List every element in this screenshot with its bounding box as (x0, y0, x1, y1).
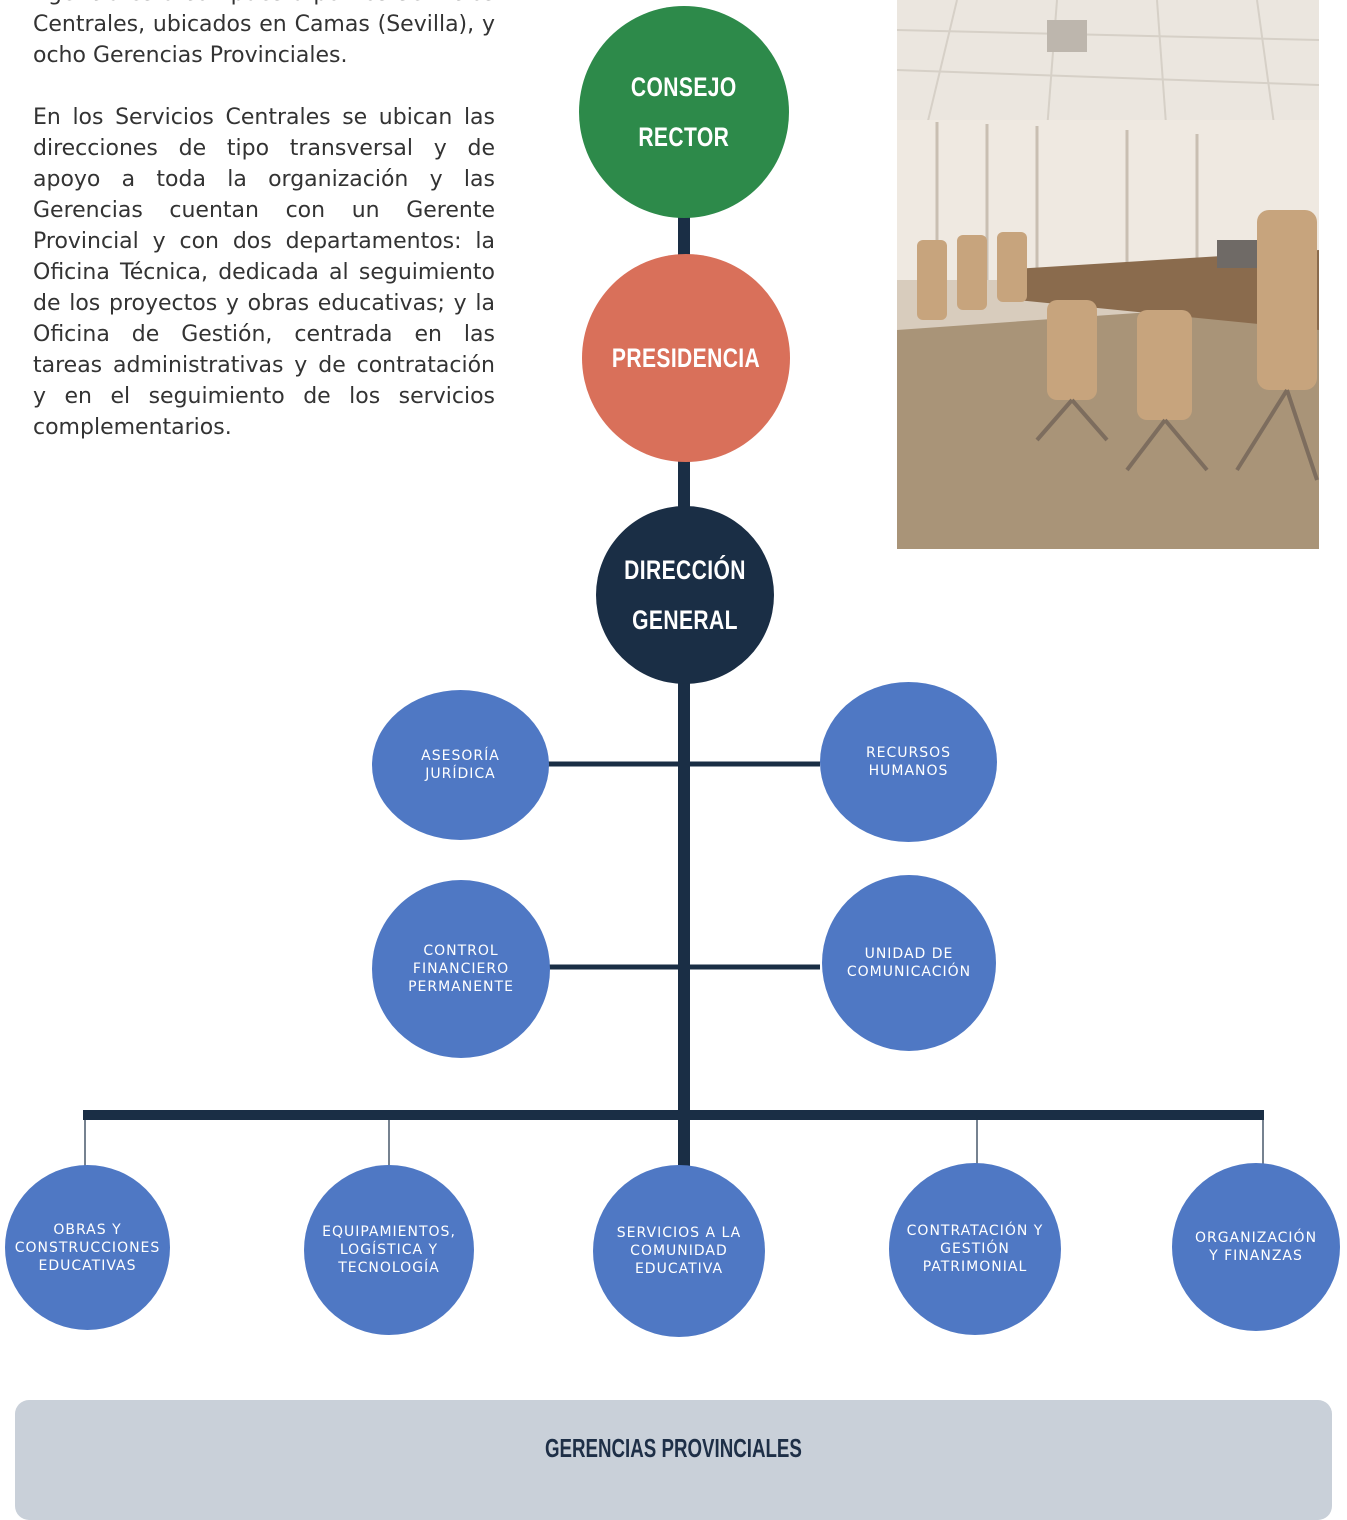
intro-paragraph-1: Agencia está compuesta por los Servicios… (33, 0, 495, 68)
intro-paragraph-2: En los Servicios Centrales se ubican las… (33, 105, 495, 440)
consejo-rector-node: CONSEJO RECTOR (579, 6, 789, 218)
contratacion-gestion-label: CONTRATACIÓN Y GESTIÓN PATRIMONIAL (906, 1223, 1044, 1275)
control-financiero-label: CONTROL FINANCIERO PERMANENTE (408, 943, 514, 995)
presidencia-label: PRESIDENCIA (611, 343, 761, 373)
contratacion-gestion-node: CONTRATACIÓN Y GESTIÓN PATRIMONIAL (889, 1163, 1061, 1335)
direccion-general-node: DIRECCIÓN GENERAL (596, 506, 774, 684)
recursos-humanos-label: RECURSOS HUMANOS (865, 745, 952, 779)
equipamientos-label: EQUIPAMIENTOS, LOGÍSTICA Y TECNOLOGÍA (322, 1224, 456, 1276)
gerencias-title: GERENCIAS PROVINCIALES (545, 1433, 802, 1463)
asesoria-juridica-label: ASESORÍA JURÍDICA (421, 748, 500, 782)
unidad-comunicacion-node: UNIDAD DE COMUNICACIÓN (822, 875, 996, 1051)
asesoria-juridica-node: ASESORÍA JURÍDICA (372, 690, 549, 840)
obras-construcciones-label: OBRAS Y CONSTRUCCIONES EDUCATIVAS (14, 1221, 161, 1274)
recursos-humanos-node: RECURSOS HUMANOS (820, 682, 997, 842)
intro-text: Agencia está compuesta por los Servicios… (33, 0, 495, 443)
organizacion-finanzas-label: ORGANIZACIÓN Y FINANZAS (1194, 1230, 1318, 1264)
servicios-comunidad-label: SERVICIOS A LA COMUNIDAD EDUCATIVA (616, 1225, 742, 1277)
servicios-comunidad-node: SERVICIOS A LA COMUNIDAD EDUCATIVA (593, 1165, 765, 1337)
conference-room-photo (897, 0, 1319, 549)
organizacion-finanzas-node: ORGANIZACIÓN Y FINANZAS (1172, 1163, 1340, 1331)
equipamientos-node: EQUIPAMIENTOS, LOGÍSTICA Y TECNOLOGÍA (304, 1165, 474, 1335)
control-financiero-node: CONTROL FINANCIERO PERMANENTE (372, 880, 550, 1058)
unidad-comunicacion-label: UNIDAD DE COMUNICACIÓN (846, 946, 972, 980)
obras-construcciones-node: OBRAS Y CONSTRUCCIONES EDUCATIVAS (5, 1165, 170, 1330)
direccion-general-label: DIRECCIÓN GENERAL (624, 555, 746, 635)
consejo-rector-label: CONSEJO RECTOR (631, 72, 737, 152)
presidencia-node: PRESIDENCIA (582, 254, 790, 462)
